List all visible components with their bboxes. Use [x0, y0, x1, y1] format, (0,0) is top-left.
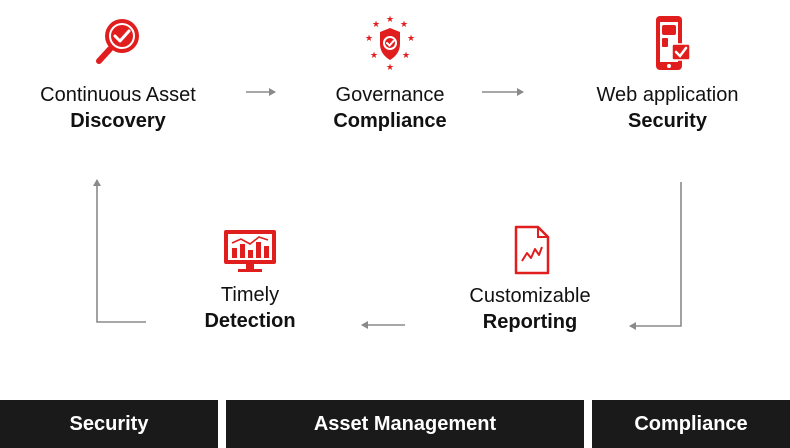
arrow-detection-to-discovery: [93, 179, 146, 323]
bar-asset-management: Asset Management: [226, 400, 584, 448]
phone-check-icon: [655, 16, 691, 70]
node-label-bold: Reporting: [482, 311, 578, 333]
node-label: Continuous Asset: [40, 84, 196, 106]
svg-text:★: ★: [386, 15, 394, 25]
node-label: Timely: [220, 284, 280, 306]
svg-text:★: ★: [365, 34, 373, 44]
svg-text:★: ★: [402, 51, 410, 61]
svg-text:★: ★: [407, 34, 415, 44]
arrow-websec-to-reporting: [629, 182, 682, 330]
flow-arrows: [93, 88, 682, 330]
node-label-bold: Compliance: [333, 110, 447, 132]
svg-text:★: ★: [386, 63, 394, 73]
node-label: Governance: [335, 84, 445, 106]
node-label: Web application: [596, 84, 739, 106]
magnifier-check-icon: [96, 19, 139, 64]
node-label-bold: Discovery: [70, 110, 166, 132]
node-timely-detection: Timely Detection: [160, 228, 340, 334]
svg-text:★: ★: [372, 20, 380, 30]
shield-stars-icon: ★ ★ ★ ★ ★ ★ ★ ★: [365, 15, 415, 73]
node-label-bold: Detection: [204, 310, 296, 332]
bar-security: Security: [0, 400, 218, 448]
document-chart-icon: [514, 225, 550, 275]
svg-text:★: ★: [400, 20, 408, 30]
node-web-application-security: Web application Security: [555, 14, 780, 134]
bar-compliance: Compliance: [592, 400, 790, 448]
node-label-bold: Security: [628, 110, 707, 132]
node-governance-compliance: ★ ★ ★ ★ ★ ★ ★ ★ Governance Compliance: [290, 14, 490, 134]
svg-text:★: ★: [370, 51, 378, 61]
node-customizable-reporting: Customizable Reporting: [425, 225, 635, 335]
node-label: Customizable: [469, 285, 591, 307]
node-continuous-asset-discovery: Continuous Asset Discovery: [0, 14, 236, 134]
monitor-chart-icon: [224, 230, 276, 272]
